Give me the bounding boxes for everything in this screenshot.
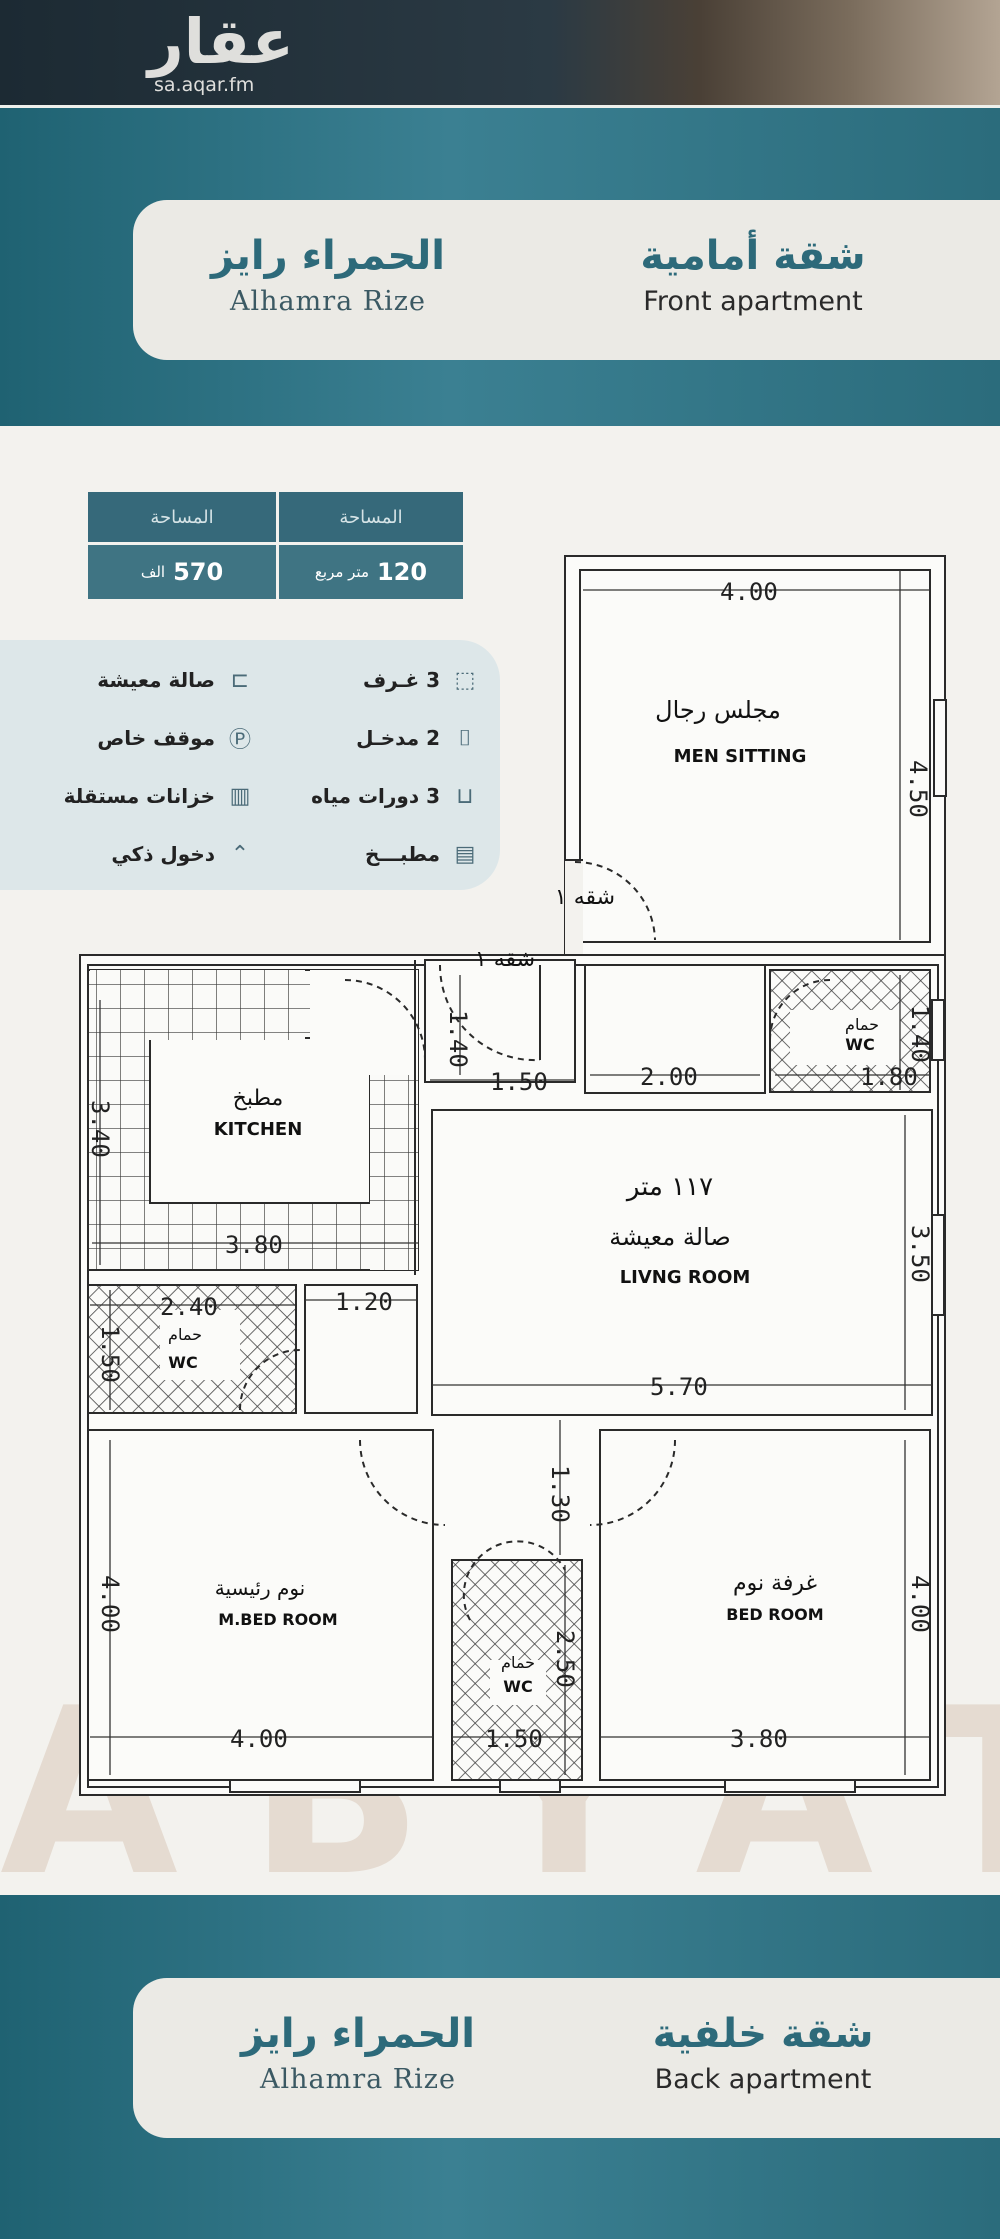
dim-hall-height: 1.40 bbox=[444, 1010, 472, 1068]
corridor bbox=[584, 964, 766, 1094]
dim-kitchen-height: 3.40 bbox=[86, 1100, 114, 1158]
feature-tanks: ▥ خزانات مستقلة bbox=[64, 776, 255, 816]
dim-wc-bottom-width: 1.50 bbox=[485, 1725, 543, 1753]
kitchen bbox=[87, 960, 426, 1275]
dim-men-height: 4.50 bbox=[904, 760, 932, 818]
entrance-icon: ⌷ bbox=[458, 725, 472, 751]
wc-top-label-ar: حمام bbox=[845, 1015, 879, 1034]
dim-lobby-width: 1.20 bbox=[335, 1288, 393, 1316]
apt-label-2: شقه ١ bbox=[475, 947, 535, 972]
smart-entry-icon: ⌃ bbox=[230, 841, 250, 867]
wc-top-right bbox=[769, 969, 945, 1093]
living-area-label: ١١٧ متر bbox=[625, 1172, 713, 1202]
parking-icon: Ⓟ bbox=[229, 728, 252, 753]
wc-bottom bbox=[451, 1540, 583, 1793]
master-label-en: M.BED ROOM bbox=[218, 1610, 337, 1629]
dim-living-width: 5.70 bbox=[650, 1373, 708, 1401]
men-sitting-label-en: MEN SITTING bbox=[674, 746, 807, 767]
wc-bottom-label-en: WC bbox=[503, 1677, 532, 1696]
feature-living-room: ⊐ صالة معيشة bbox=[97, 660, 255, 700]
front-apartment-banner: الحمراء رايز Alhamra Rize شقة أمامية Fro… bbox=[0, 108, 1000, 426]
front-apartment-title: شقة أمامية Front apartment bbox=[640, 233, 866, 317]
dim-wc-height: 1.40 bbox=[906, 1005, 934, 1063]
kitchen-icon: ▤ bbox=[454, 841, 476, 867]
aqar-watermark: عقار sa.aqar.fm bbox=[148, 5, 294, 97]
living-label-en: LIVNG ROOM bbox=[620, 1267, 751, 1288]
kitchen-label-en: KITCHEN bbox=[214, 1119, 303, 1140]
dim-master-width: 4.00 bbox=[230, 1725, 288, 1753]
dim-corridor-width: 2.00 bbox=[640, 1063, 698, 1091]
bedroom-label-ar: غرفة نوم bbox=[733, 1571, 817, 1596]
master-label-ar: نوم رئيسية bbox=[215, 1576, 306, 1600]
wc-bottom-label-ar: حمام bbox=[501, 1653, 535, 1672]
living-room bbox=[431, 1109, 945, 1416]
room-labels: مجلس رجال MEN SITTING شقه ١ شقه ١ مطبخ K… bbox=[168, 696, 879, 1696]
dimension-labels: 4.00 4.50 3.40 3.80 1.40 1.50 2.00 1.40 … bbox=[86, 578, 934, 1753]
back-apartment-banner: الحمراء رايز Alhamra Rize شقة خلفية Back… bbox=[0, 1895, 1000, 2239]
dim-wc-left-height: 1.50 bbox=[96, 1325, 124, 1383]
apt-label-1: شقه ١ bbox=[555, 885, 615, 910]
area-header-2: المساحة bbox=[88, 492, 276, 542]
feature-entrances: ⌷ 2 مدخـل bbox=[356, 718, 480, 758]
aqar-logo: عقار bbox=[148, 5, 294, 78]
feature-bathrooms: ⊔ 3 دورات مياه bbox=[311, 776, 480, 816]
dim-hall-width: 1.50 bbox=[490, 1068, 548, 1096]
hallway bbox=[424, 959, 576, 1083]
bedroom bbox=[589, 1429, 931, 1793]
living-label-ar: صالة معيشة bbox=[609, 1223, 730, 1251]
wc-top-label-en: WC bbox=[845, 1035, 874, 1054]
header-photo: عقار sa.aqar.fm bbox=[0, 0, 1000, 105]
wc-left bbox=[87, 1284, 301, 1414]
feature-rooms: ⬚ 3 غـرف bbox=[363, 660, 480, 700]
dim-passage-height: 1.30 bbox=[546, 1465, 574, 1523]
bath-icon: ⊔ bbox=[456, 783, 474, 809]
dim-wc-bottom-height: 2.50 bbox=[551, 1630, 579, 1688]
bedroom-label-en: BED ROOM bbox=[726, 1605, 823, 1624]
dim-men-width: 4.00 bbox=[720, 578, 778, 606]
dim-wc-width: 1.80 bbox=[860, 1063, 918, 1091]
wc-left-label-en: WC bbox=[168, 1353, 197, 1372]
features-panel: ⬚ 3 غـرف ⌷ 2 مدخـل ⊔ 3 دورات مياه ▤ مطبـ… bbox=[0, 640, 500, 890]
aqar-url: sa.aqar.fm bbox=[154, 74, 255, 96]
tank-icon: ▥ bbox=[229, 783, 251, 809]
men-sitting-label-ar: مجلس رجال bbox=[655, 696, 781, 724]
area-header-1: المساحة bbox=[279, 492, 463, 542]
dim-kitchen-width: 3.80 bbox=[225, 1231, 283, 1259]
dim-bedroom-width: 3.80 bbox=[730, 1725, 788, 1753]
wc-left-label-ar: حمام bbox=[168, 1325, 202, 1344]
dim-master-height: 4.00 bbox=[96, 1575, 124, 1633]
men-sitting-room bbox=[564, 555, 947, 957]
feature-kitchen: ▤ مطبـــخ bbox=[365, 834, 480, 874]
area-value: متر مربع 120 bbox=[279, 545, 463, 599]
dim-bedroom-height: 4.00 bbox=[906, 1575, 934, 1633]
sofa-icon: ⊐ bbox=[230, 667, 250, 693]
rooms-icon: ⬚ bbox=[454, 667, 476, 693]
master-bedroom bbox=[87, 1429, 446, 1793]
lobby bbox=[304, 1284, 418, 1414]
feature-parking: Ⓟ موقف خاص bbox=[97, 718, 255, 758]
back-project-name: الحمراء رايز Alhamra Rize bbox=[241, 2011, 475, 2095]
dim-living-height: 3.50 bbox=[906, 1225, 934, 1283]
back-apartment-title: شقة خلفية Back apartment bbox=[652, 2011, 874, 2095]
front-apartment-card: الحمراء رايز Alhamra Rize شقة أمامية Fro… bbox=[133, 200, 1000, 360]
kitchen-label-ar: مطبخ bbox=[233, 1086, 284, 1111]
back-apartment-card: الحمراء رايز Alhamra Rize شقة خلفية Back… bbox=[133, 1978, 1000, 2138]
dim-wc-left-width: 2.40 bbox=[160, 1293, 218, 1321]
feature-smart-entry: ⌃ دخول ذكي bbox=[111, 834, 255, 874]
price-value: الف 570 bbox=[88, 545, 276, 599]
front-project-name: الحمراء رايز Alhamra Rize bbox=[211, 233, 445, 317]
